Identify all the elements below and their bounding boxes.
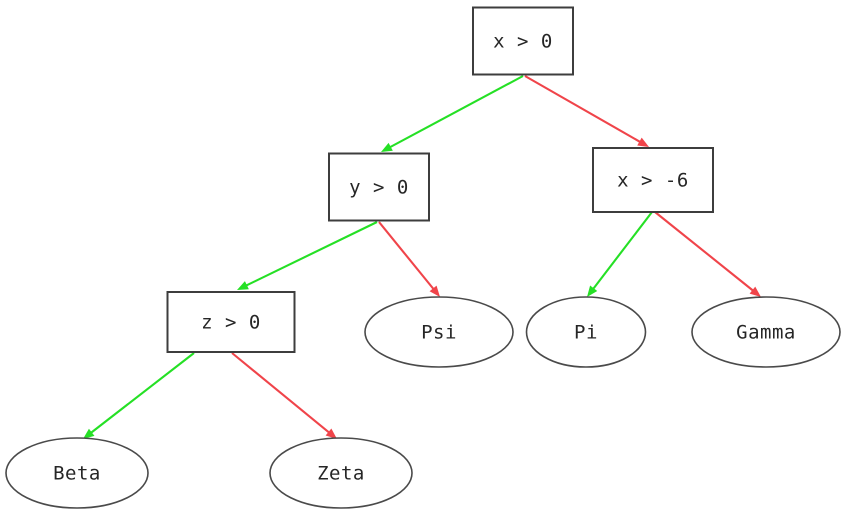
arrowhead-icon — [637, 137, 649, 147]
leaf-node-ellipse[interactable] — [269, 437, 413, 509]
edge-line — [654, 211, 755, 293]
node-psi[interactable]: Psi — [364, 296, 514, 368]
node-zeta[interactable]: Zeta — [269, 437, 413, 509]
leaf-node-ellipse[interactable] — [691, 296, 841, 368]
leaf-node-ellipse[interactable] — [5, 437, 149, 509]
arrowhead-icon — [237, 281, 249, 290]
edge-ygt0-to-psi — [378, 221, 440, 297]
leaf-node-ellipse[interactable] — [364, 296, 514, 368]
node-label: Zeta — [317, 463, 365, 485]
edges-layer — [83, 75, 761, 439]
edge-root-to-xgtm6 — [524, 75, 649, 147]
arrowhead-icon — [587, 285, 598, 297]
arrowhead-icon — [749, 286, 761, 297]
node-label: z > 0 — [201, 312, 261, 334]
node-label: y > 0 — [349, 177, 409, 199]
edge-root-to-ygt0 — [381, 75, 524, 152]
decision-node-box[interactable] — [592, 147, 714, 213]
node-root[interactable]: x > 0 — [472, 6, 574, 76]
node-label: Pi — [574, 322, 598, 344]
node-gamma[interactable]: Gamma — [691, 296, 841, 368]
node-ygt0[interactable]: y > 0 — [328, 152, 430, 222]
edge-line — [231, 352, 331, 435]
edge-zgt0-to-beta — [83, 352, 195, 439]
node-beta[interactable]: Beta — [5, 437, 149, 509]
node-label: Gamma — [736, 322, 796, 344]
arrowhead-icon — [83, 428, 95, 439]
edge-line — [591, 211, 653, 291]
node-pi[interactable]: Pi — [525, 296, 647, 368]
arrowhead-icon — [325, 428, 337, 439]
edge-line — [244, 221, 378, 288]
arrowhead-icon — [381, 142, 393, 152]
node-label: Beta — [53, 463, 101, 485]
node-xgtm6[interactable]: x > -6 — [592, 147, 714, 213]
edge-line — [378, 221, 436, 291]
node-label: x > 0 — [493, 31, 553, 53]
edge-ygt0-to-zgt0 — [237, 221, 378, 290]
edge-xgtm6-to-gamma — [654, 211, 761, 297]
edge-line — [89, 352, 195, 435]
edge-line — [524, 75, 642, 144]
node-label: x > -6 — [617, 170, 689, 192]
edge-line — [388, 75, 524, 149]
arrowhead-icon — [429, 285, 440, 297]
decision-node-box[interactable] — [166, 291, 296, 353]
decision-node-box[interactable] — [328, 152, 430, 222]
decision-node-box[interactable] — [472, 6, 574, 76]
edge-xgtm6-to-pi — [587, 211, 653, 297]
leaf-node-ellipse[interactable] — [525, 296, 647, 368]
edge-zgt0-to-zeta — [231, 352, 337, 439]
node-label: Psi — [421, 322, 457, 344]
node-zgt0[interactable]: z > 0 — [166, 291, 296, 353]
